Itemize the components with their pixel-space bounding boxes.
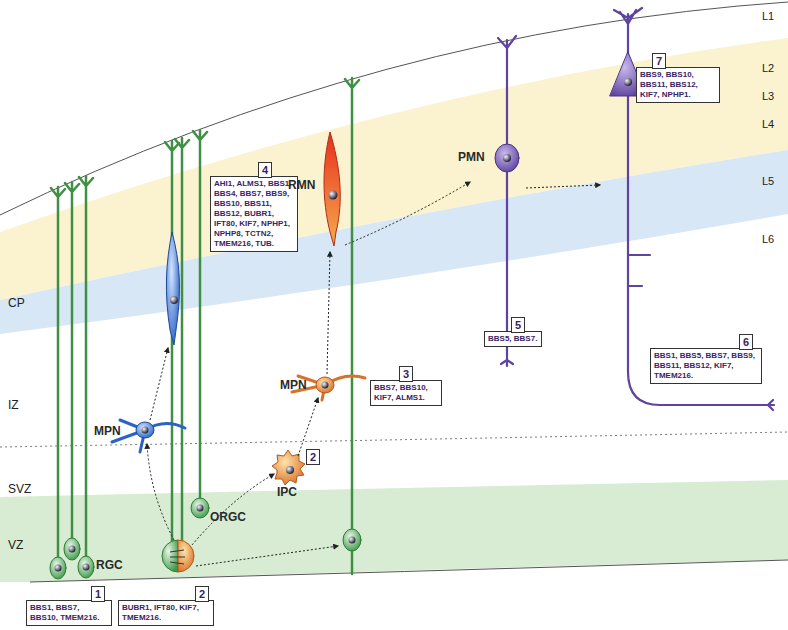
migration-arrows-part — [298, 398, 318, 456]
dividing-cell-part — [162, 540, 178, 572]
radial-glia-part — [51, 187, 65, 560]
gene-list: BBS1, BBS5, BBS7, BBS9, BBS11, BBS12, KI… — [654, 351, 758, 381]
blue-neurons — [112, 232, 185, 452]
layer-label: L6 — [762, 233, 774, 245]
layer-bands-part — [0, 2, 788, 215]
gene-list-box: 7BBS9, BBS10, BBS11, BBS12, KIF7, NPHP1. — [636, 67, 720, 103]
gene-list-box: 1BBS1, BBS7, BBS10, TMEM216. — [26, 600, 112, 626]
radial-glia-part — [197, 505, 204, 512]
cell-type-label: MPN — [280, 378, 307, 392]
dividing-cell-part — [170, 550, 185, 564]
dividing-cell-part — [178, 540, 194, 572]
gene-list-box: 4AHI1, ALMS1, BBS1, BBS4, BBS7, BBS9, BB… — [210, 176, 298, 252]
layer-label: L2 — [762, 62, 774, 74]
migration-arrows-part — [345, 182, 470, 245]
migration-arrows-part — [192, 474, 274, 545]
radial-glia-part — [175, 138, 189, 548]
layer-label: L1 — [762, 10, 774, 22]
cell-type-label: RMN — [288, 178, 315, 192]
blue-neurons-part — [136, 422, 154, 438]
gene-list: BBS5, BBS7. — [488, 334, 538, 344]
migration-arrows-part — [526, 185, 600, 188]
orange-neurons-part — [329, 191, 338, 200]
radial-glia-part — [83, 564, 90, 571]
migration-arrows-part — [327, 252, 330, 374]
layer-bands-part — [0, 150, 788, 334]
gene-list: BBS9, BBS10, BBS11, BBS12, KIF7, NPHP1. — [640, 70, 716, 100]
radial-glia — [50, 78, 361, 579]
radial-glia-part — [50, 557, 66, 579]
gene-list-box: 3BBS7, BBS10, KIF7, ALMS1. — [370, 380, 442, 406]
layer-bands-part — [30, 560, 788, 582]
zone-label: VZ — [8, 538, 23, 552]
orange-neurons-part — [316, 377, 334, 393]
callout-number: 2 — [195, 586, 209, 602]
blue-neurons-part — [166, 232, 179, 345]
migration-arrows-part — [150, 348, 168, 420]
callout-number: 1 — [91, 586, 105, 602]
blue-neurons-part — [170, 296, 178, 304]
radial-glia-part — [165, 141, 179, 548]
callout-number: 7 — [652, 53, 666, 69]
radial-glia-part — [191, 498, 209, 518]
cell-type-label: MPN — [94, 424, 121, 438]
orange-neurons-part — [286, 466, 294, 474]
gene-list: AHI1, ALMS1, BBS1, BBS4, BBS7, BBS9, BBS… — [214, 179, 294, 249]
radial-glia-part — [193, 130, 207, 500]
callout-number: 6 — [739, 334, 753, 350]
blue-neurons-part — [112, 420, 185, 452]
zone-label: SVZ — [8, 482, 31, 496]
gene-list: BBS1, BBS7, BBS10, TMEM216. — [30, 603, 108, 623]
cell-type-label: PMN — [458, 150, 485, 164]
radial-glia-part — [345, 78, 359, 574]
gene-list-box: 5BBS5, BBS7. — [484, 331, 542, 347]
radial-glia-part — [65, 182, 79, 540]
orange-neurons-part — [324, 132, 340, 246]
layer-bands-part — [0, 480, 788, 582]
gene-list-box: 6BBS1, BBS5, BBS7, BBS9, BBS11, BBS12, K… — [650, 348, 762, 384]
radial-glia-part — [78, 556, 94, 578]
migration-arrows-part — [196, 546, 338, 566]
pyramidal-neurons-part — [495, 144, 519, 172]
cell-type-label: ORGC — [210, 510, 246, 524]
gene-list-box: 2BUBR1, IFT80, KIF7, TMEM216. — [118, 600, 214, 626]
cell-type-label: RGC — [96, 558, 123, 572]
radial-glia-part — [349, 537, 356, 544]
gene-list: BUBR1, IFT80, KIF7, TMEM216. — [122, 603, 210, 623]
radial-glia-part — [343, 529, 361, 551]
pyramidal-neurons-part — [503, 154, 511, 162]
dividing-cell — [162, 540, 194, 572]
callout-number: 2 — [306, 449, 320, 465]
blue-neurons-part — [142, 427, 149, 434]
orange-neurons-part — [322, 382, 329, 389]
zone-label: IZ — [8, 398, 19, 412]
layer-label: L3 — [762, 90, 774, 102]
pyramidal-neurons-part — [624, 78, 632, 86]
pyramidal-neurons-part — [614, 8, 774, 410]
callout-number: 3 — [399, 366, 413, 382]
radial-glia-part — [79, 176, 93, 558]
pyramidal-neurons — [495, 8, 774, 410]
gene-list: BBS7, BBS10, KIF7, ALMS1. — [374, 383, 438, 403]
callout-box: 2 — [306, 449, 320, 465]
callout-number: 5 — [511, 317, 525, 333]
radial-glia-part — [69, 546, 76, 553]
cell-type-label: IPC — [277, 485, 297, 499]
zone-label: CP — [8, 296, 25, 310]
layer-label: L4 — [762, 118, 774, 130]
layer-label: L5 — [762, 175, 774, 187]
radial-glia-part — [64, 538, 80, 560]
migration-arrows-part — [147, 444, 174, 540]
callout-number: 4 — [258, 162, 272, 178]
orange-neurons-part — [272, 450, 305, 485]
layer-bands — [0, 2, 788, 582]
radial-glia-part — [55, 565, 62, 572]
